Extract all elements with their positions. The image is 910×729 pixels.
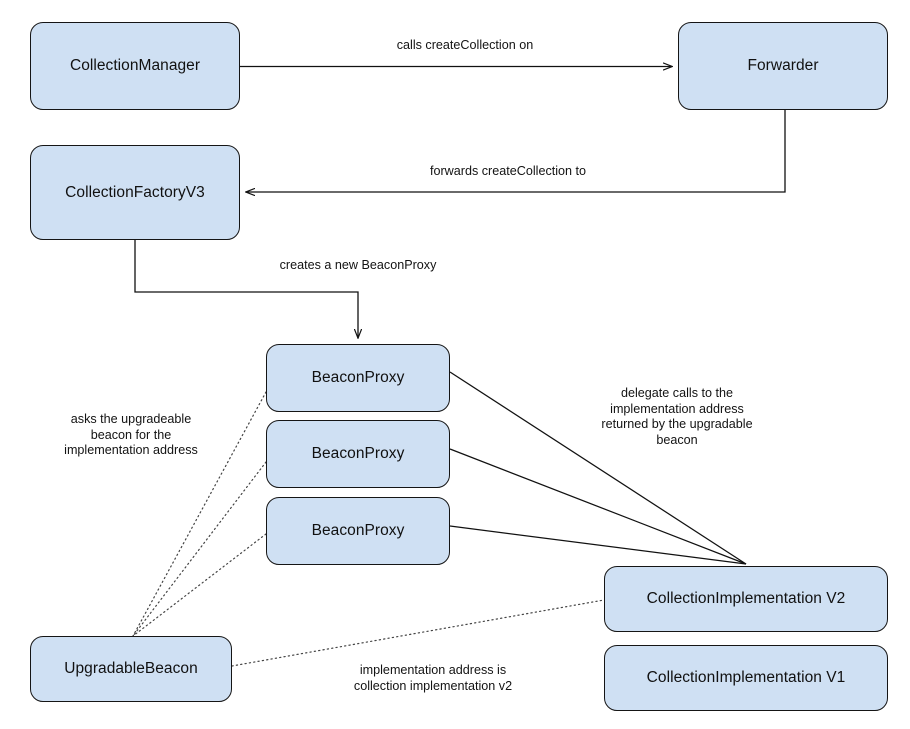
node-collection-factory-v3[interactable]: CollectionFactoryV3 [30, 145, 240, 240]
edge-label-forwards-create-collection-to: forwards createCollection to [429, 164, 587, 178]
node-collection-implementation-v2[interactable]: CollectionImplementation V2 [604, 566, 888, 632]
node-collection-implementation-v1[interactable]: CollectionImplementation V1 [604, 645, 888, 711]
node-beacon-proxy-1[interactable]: BeaconProxy [266, 344, 450, 412]
edge-label-calls-create-collection-on: calls createCollection on [396, 38, 534, 52]
edge-beaconproxy3-to-implv2 [449, 525, 747, 565]
edge-label-creates-a-new-beacon-proxy: creates a new BeaconProxy [279, 258, 437, 272]
edge-label-implementation-address-is: implementation address is collection imp… [353, 663, 513, 693]
edge-beaconproxy3-to-beacon [132, 533, 267, 637]
edge-beaconproxy2-to-beacon [132, 461, 267, 637]
edge-beacon-to-implv2 [231, 599, 605, 667]
node-label: BeaconProxy [311, 369, 405, 386]
node-label: CollectionImplementation V1 [646, 669, 846, 686]
edge-forwarder-to-factory [246, 110, 786, 192]
node-upgradable-beacon[interactable]: UpgradableBeacon [30, 636, 232, 702]
edge-beaconproxy2-to-implv2 [449, 448, 747, 565]
node-label: CollectionImplementation V2 [646, 590, 846, 607]
node-label: UpgradableBeacon [64, 660, 198, 677]
edge-factory-to-beaconproxy [134, 240, 358, 338]
node-forwarder[interactable]: Forwarder [678, 22, 888, 110]
node-collection-manager[interactable]: CollectionManager [30, 22, 240, 110]
node-beacon-proxy-3[interactable]: BeaconProxy [266, 497, 450, 565]
node-beacon-proxy-2[interactable]: BeaconProxy [266, 420, 450, 488]
node-label: Forwarder [747, 57, 819, 74]
node-label: BeaconProxy [311, 522, 405, 539]
node-label: BeaconProxy [311, 445, 405, 462]
edge-label-asks-the-upgradeable-beacon: asks the upgradeable beacon for the impl… [64, 412, 198, 457]
node-label: CollectionManager [69, 57, 201, 74]
edge-label-delegate-calls: delegate calls to the implementation add… [601, 386, 753, 447]
node-label: CollectionFactoryV3 [65, 183, 205, 201]
